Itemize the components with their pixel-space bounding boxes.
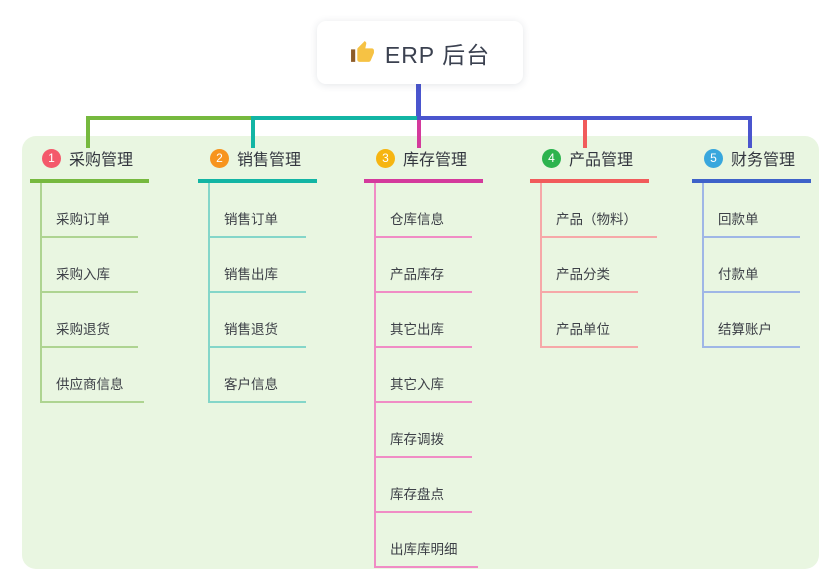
branch-purchase-children: 采购订单 采购入库 采购退货 供应商信息 [40,183,149,403]
node-label: 销售退货 [224,322,278,337]
node-payment-doc[interactable]: 付款单 [704,238,800,293]
node-label: 采购退货 [56,322,110,337]
node-label: 销售订单 [224,212,278,227]
node-label: 出库库明细 [390,542,458,557]
node-other-outbound[interactable]: 其它出库 [376,293,472,348]
node-product-material[interactable]: 产品（物料） [542,183,657,238]
branch-number-badge: 1 [42,148,61,168]
branch-label: 采购管理 [69,152,134,169]
node-label: 销售出库 [224,267,278,282]
branch-purchase: 1 采购管理 采购订单 采购入库 采购退货 供应商信息 [30,146,150,403]
node-product-stock[interactable]: 产品库存 [376,238,472,293]
node-label: 库存调拨 [390,432,444,447]
branch-sales: 2 销售管理 销售订单 销售出库 销售退货 客户信息 [198,146,318,403]
node-supplier-info[interactable]: 供应商信息 [42,348,144,403]
branch-inventory-children: 仓库信息 产品库存 其它出库 其它入库 库存调拨 库存盘点 出库库明细 [374,183,483,568]
node-sales-order[interactable]: 销售订单 [210,183,306,238]
drop-line-purchase [86,118,90,148]
branch-label: 财务管理 [731,152,796,169]
node-product-unit[interactable]: 产品单位 [542,293,638,348]
node-purchase-inbound[interactable]: 采购入库 [42,238,138,293]
node-sales-outbound[interactable]: 销售出库 [210,238,306,293]
node-label: 其它出库 [390,322,444,337]
bus-segment-teal [251,116,419,120]
branch-inventory-header[interactable]: 3 库存管理 [364,146,484,183]
node-label: 回款单 [718,212,759,227]
branch-finance-header[interactable]: 5 财务管理 [692,146,812,183]
node-label: 供应商信息 [56,377,124,392]
bus-segment-indigo [417,116,752,120]
node-label: 结算账户 [718,322,772,337]
node-label: 产品分类 [556,267,610,282]
node-purchase-return[interactable]: 采购退货 [42,293,138,348]
node-stock-transfer[interactable]: 库存调拨 [376,403,472,458]
node-sales-return[interactable]: 销售退货 [210,293,306,348]
branch-label: 库存管理 [403,152,468,169]
node-label: 采购入库 [56,267,110,282]
drop-line-sales [251,118,255,148]
branch-number-badge: 2 [210,148,229,168]
node-other-inbound[interactable]: 其它入库 [376,348,472,403]
branch-purchase-header[interactable]: 1 采购管理 [30,146,150,183]
node-customer-info[interactable]: 客户信息 [210,348,306,403]
branch-product-children: 产品（物料） 产品分类 产品单位 [540,183,657,348]
drop-line-inventory [417,118,421,148]
branch-product-header[interactable]: 4 产品管理 [530,146,650,183]
branch-label: 产品管理 [569,152,634,169]
branches-panel [22,136,819,569]
node-settlement-account[interactable]: 结算账户 [704,293,800,348]
branch-label: 销售管理 [237,152,302,169]
thumbs-up-icon [350,41,374,62]
node-product-category[interactable]: 产品分类 [542,238,638,293]
node-label: 其它入库 [390,377,444,392]
node-purchase-order[interactable]: 采购订单 [42,183,138,238]
branch-inventory: 3 库存管理 仓库信息 产品库存 其它出库 其它入库 库存调拨 库存盘点 出库库… [364,146,484,568]
node-receipt-doc[interactable]: 回款单 [704,183,800,238]
branch-product: 4 产品管理 产品（物料） 产品分类 产品单位 [530,146,657,348]
branch-finance: 5 财务管理 回款单 付款单 结算账户 [692,146,812,348]
branch-number-badge: 3 [376,148,395,168]
root-connector-line [416,84,421,118]
node-label: 产品单位 [556,322,610,337]
drop-line-product [583,118,587,148]
node-label: 产品库存 [390,267,444,282]
node-label: 付款单 [718,267,759,282]
node-stock-count[interactable]: 库存盘点 [376,458,472,513]
branch-number-badge: 4 [542,148,561,168]
node-warehouse-info[interactable]: 仓库信息 [376,183,472,238]
branch-number-badge: 5 [704,148,723,168]
root-node[interactable]: ERP 后台 [317,21,523,84]
branch-sales-children: 销售订单 销售出库 销售退货 客户信息 [208,183,317,403]
node-outbound-detail[interactable]: 出库库明细 [376,513,478,568]
branch-finance-children: 回款单 付款单 结算账户 [702,183,811,348]
bus-segment-green [86,116,255,120]
node-label: 采购订单 [56,212,110,227]
branch-sales-header[interactable]: 2 销售管理 [198,146,318,183]
node-label: 产品（物料） [556,212,637,227]
root-title: ERP 后台 [384,41,491,68]
node-label: 库存盘点 [390,487,444,502]
drop-line-finance [748,118,752,148]
node-label: 客户信息 [224,377,278,392]
node-label: 仓库信息 [390,212,444,227]
